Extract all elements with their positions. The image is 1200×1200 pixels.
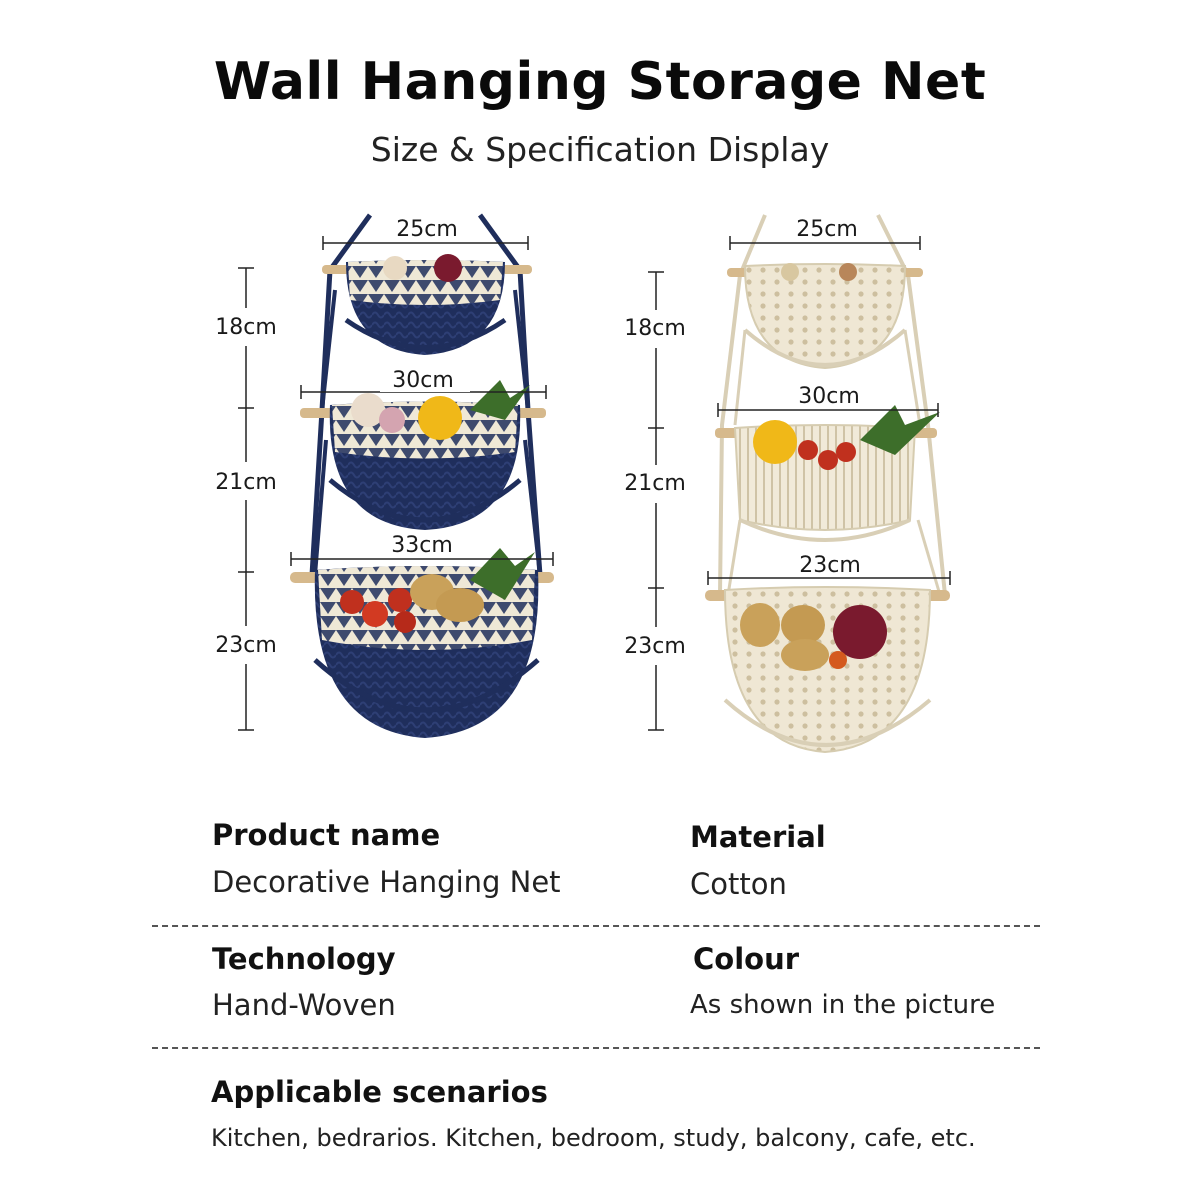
scenarios-label: Applicable scenarios: [211, 1075, 548, 1109]
page-title: Wall Hanging Storage Net: [213, 52, 987, 112]
cream-middle-basket: [715, 405, 940, 542]
navy-bottom-basket: [290, 548, 554, 738]
cream-top-basket: [727, 263, 923, 370]
divider: [152, 1047, 1040, 1049]
navy-width-bottom: 33cm: [391, 533, 453, 558]
navy-hanging-net: [290, 213, 554, 738]
scenarios-value: Kitchen, bedrarios. Kitchen, bedroom, st…: [211, 1124, 976, 1152]
navy-height-middle: 21cm: [215, 470, 277, 495]
navy-width-middle: 30cm: [392, 368, 454, 393]
technology-value: Hand-Woven: [212, 988, 396, 1022]
divider: [152, 925, 1040, 927]
page-subtitle: Size & Specification Display: [370, 130, 830, 169]
product-name-value: Decorative Hanging Net: [212, 865, 561, 899]
cream-height-bottom: 23cm: [624, 634, 686, 659]
navy-middle-basket: [300, 380, 546, 530]
material-label: Material: [690, 820, 826, 854]
navy-top-basket: [322, 254, 532, 355]
technology-label: Technology: [212, 942, 396, 976]
colour-label: Colour: [693, 942, 800, 976]
cream-hanging-net: [705, 214, 950, 754]
navy-width-top: 25cm: [396, 217, 458, 242]
cream-width-top: 25cm: [796, 217, 858, 242]
cream-height-top: 18cm: [624, 316, 686, 341]
cream-height-middle: 21cm: [624, 471, 686, 496]
navy-height-top: 18cm: [215, 315, 277, 340]
product-name-label: Product name: [212, 818, 441, 852]
cream-width-middle: 30cm: [798, 384, 860, 409]
product-diagram: 25cm 30cm 33cm 18cm 21cm 23cm 25cm 30cm …: [215, 213, 951, 754]
colour-value: As shown in the picture: [690, 990, 996, 1020]
navy-height-bottom: 23cm: [215, 633, 277, 658]
material-value: Cotton: [690, 867, 787, 901]
cream-width-bottom: 23cm: [799, 553, 861, 578]
cream-bottom-basket: [705, 586, 950, 754]
